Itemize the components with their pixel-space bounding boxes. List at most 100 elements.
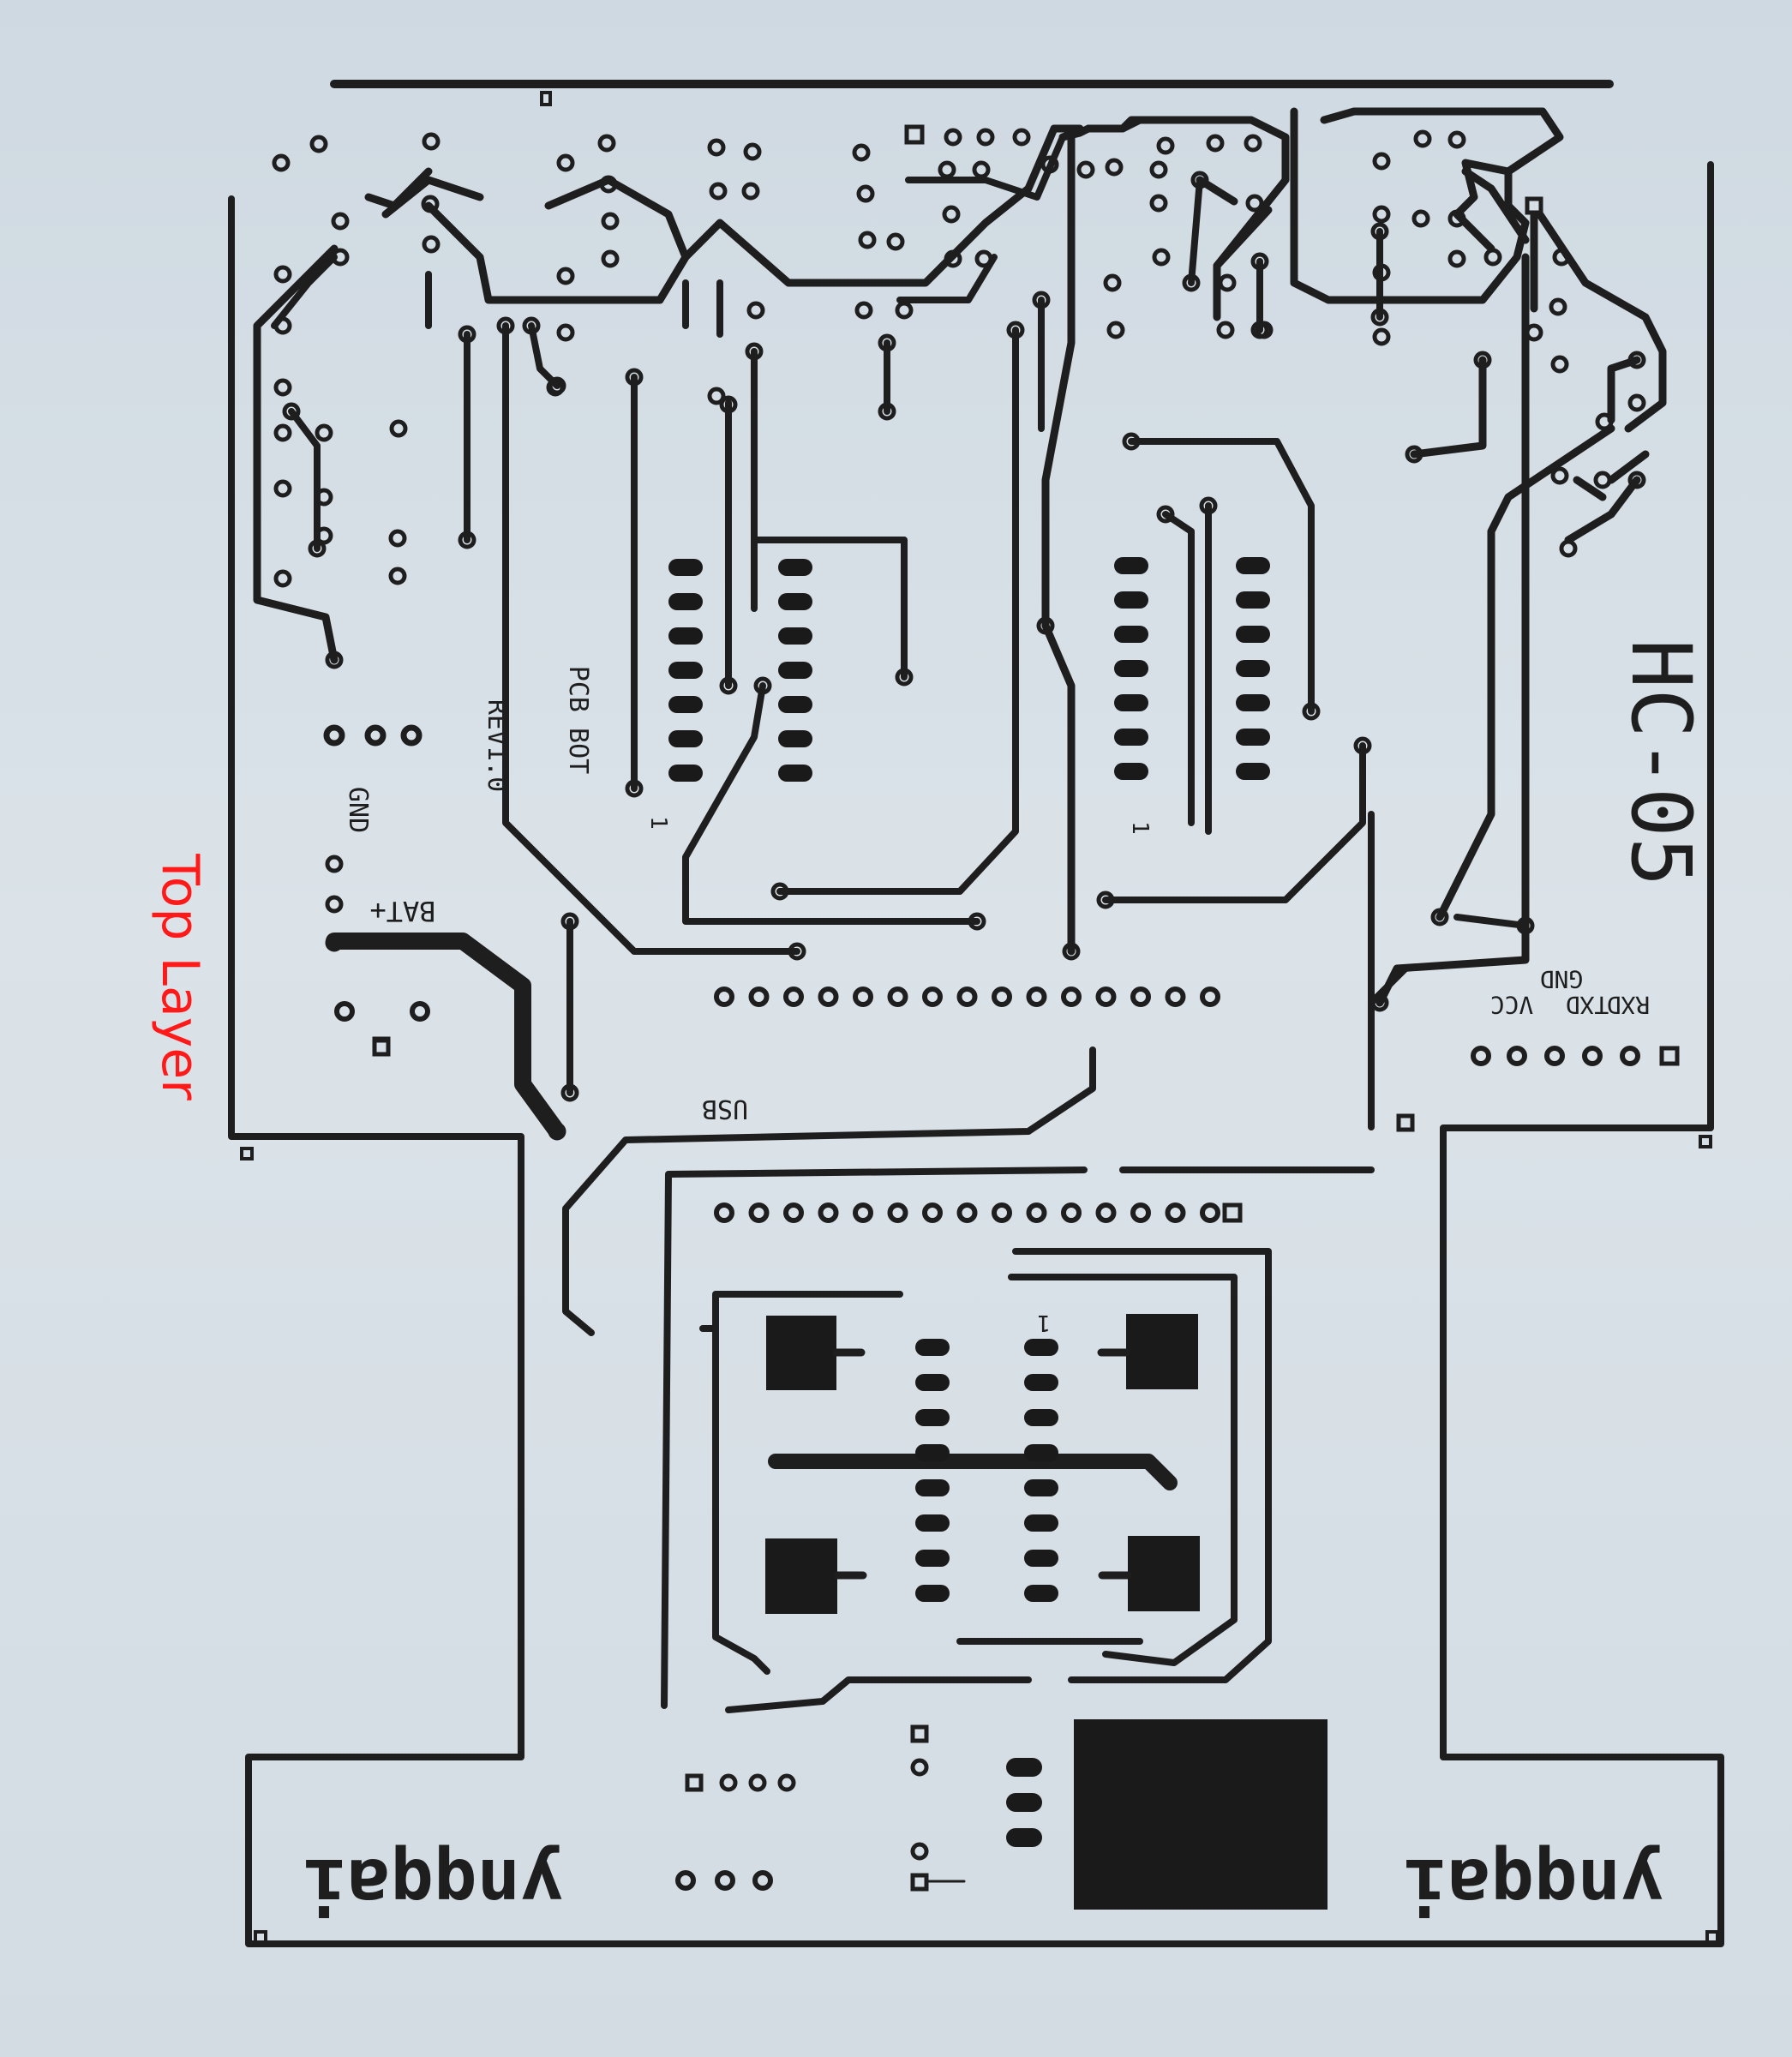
ic-pad bbox=[1114, 660, 1148, 677]
via bbox=[1550, 466, 1569, 485]
regulator-pad bbox=[1006, 1828, 1042, 1847]
via bbox=[309, 135, 328, 153]
gnd-label: GND bbox=[343, 787, 373, 833]
ic-pad bbox=[1024, 1585, 1058, 1602]
ic-pad bbox=[1024, 1339, 1058, 1356]
via bbox=[1370, 993, 1389, 1012]
via bbox=[1165, 1202, 1186, 1223]
via bbox=[273, 378, 292, 397]
via bbox=[597, 134, 616, 153]
via bbox=[1302, 702, 1321, 721]
via bbox=[944, 249, 962, 268]
via bbox=[942, 205, 961, 224]
ic-pad bbox=[915, 1479, 950, 1496]
via bbox=[1627, 393, 1646, 412]
ic-pad bbox=[1114, 763, 1148, 780]
via bbox=[1516, 916, 1535, 935]
via bbox=[878, 402, 896, 421]
via bbox=[944, 128, 962, 147]
via bbox=[976, 128, 995, 147]
ic-pad bbox=[1114, 557, 1148, 574]
ic-pad bbox=[778, 627, 812, 645]
via bbox=[922, 987, 943, 1007]
via bbox=[743, 142, 762, 161]
via bbox=[1122, 432, 1141, 451]
copper-pours bbox=[765, 1314, 1328, 1910]
via bbox=[422, 235, 441, 254]
ic-pad bbox=[915, 1339, 950, 1356]
usb-label: USB bbox=[702, 1094, 748, 1124]
via bbox=[1096, 891, 1115, 909]
ic-pad bbox=[668, 559, 703, 576]
via bbox=[1130, 987, 1151, 1007]
via bbox=[1165, 987, 1186, 1007]
ic-pad bbox=[1114, 626, 1148, 643]
ic-pad bbox=[915, 1585, 950, 1602]
via bbox=[388, 567, 407, 585]
via bbox=[783, 1202, 804, 1223]
via bbox=[625, 368, 644, 387]
ic-pad bbox=[1114, 729, 1148, 746]
via bbox=[1525, 323, 1543, 342]
via bbox=[719, 395, 738, 414]
via bbox=[599, 175, 618, 194]
via bbox=[1152, 248, 1171, 267]
via bbox=[1156, 505, 1175, 524]
via bbox=[1200, 987, 1220, 1007]
via bbox=[548, 376, 566, 395]
via bbox=[315, 488, 333, 507]
via bbox=[1447, 249, 1466, 268]
via bbox=[560, 1083, 579, 1102]
via bbox=[968, 912, 986, 931]
via bbox=[273, 479, 292, 498]
via bbox=[1095, 1202, 1117, 1223]
layer-caption: Top Layer bbox=[150, 854, 210, 1100]
ic-pad bbox=[1236, 729, 1270, 746]
square-pad bbox=[904, 124, 925, 145]
via bbox=[719, 676, 738, 695]
via bbox=[887, 1202, 908, 1223]
via bbox=[895, 301, 914, 320]
via bbox=[748, 1773, 767, 1792]
via bbox=[858, 231, 877, 249]
traces-top-left bbox=[253, 124, 1084, 955]
via bbox=[1595, 412, 1614, 431]
ic-pad bbox=[778, 559, 812, 576]
ic-pad bbox=[1114, 591, 1148, 609]
via bbox=[753, 676, 772, 695]
via bbox=[1447, 209, 1466, 228]
square-pad bbox=[1222, 1202, 1243, 1223]
ic-pad bbox=[778, 730, 812, 747]
via bbox=[458, 531, 476, 549]
via bbox=[887, 987, 908, 1007]
via bbox=[400, 724, 423, 747]
ic-pad bbox=[915, 1444, 950, 1461]
pin1-marker-bottom: 1 bbox=[1037, 1310, 1051, 1335]
ic-pad bbox=[1114, 694, 1148, 711]
via bbox=[992, 1202, 1012, 1223]
ic-pad bbox=[1236, 557, 1270, 574]
square-pad bbox=[1525, 196, 1543, 215]
ic-pad bbox=[668, 593, 703, 610]
via bbox=[1026, 1202, 1047, 1223]
via bbox=[938, 160, 956, 179]
square-pad bbox=[685, 1773, 704, 1792]
via bbox=[745, 342, 764, 361]
via bbox=[853, 987, 873, 1007]
ic-pad bbox=[1236, 694, 1270, 711]
regulator-pad bbox=[1006, 1758, 1042, 1777]
via bbox=[325, 895, 344, 914]
via bbox=[1544, 1046, 1565, 1066]
via bbox=[548, 1122, 566, 1141]
via bbox=[496, 316, 515, 335]
via bbox=[1036, 616, 1055, 635]
via bbox=[1076, 160, 1095, 179]
via bbox=[707, 138, 726, 157]
via bbox=[1012, 128, 1031, 147]
via bbox=[601, 212, 620, 231]
via bbox=[323, 724, 345, 747]
module-name-label: HC-05 bbox=[1613, 639, 1709, 887]
board-outline bbox=[228, 80, 1724, 1947]
via bbox=[748, 1202, 770, 1223]
logo-left: ynqqai bbox=[303, 1843, 563, 1927]
